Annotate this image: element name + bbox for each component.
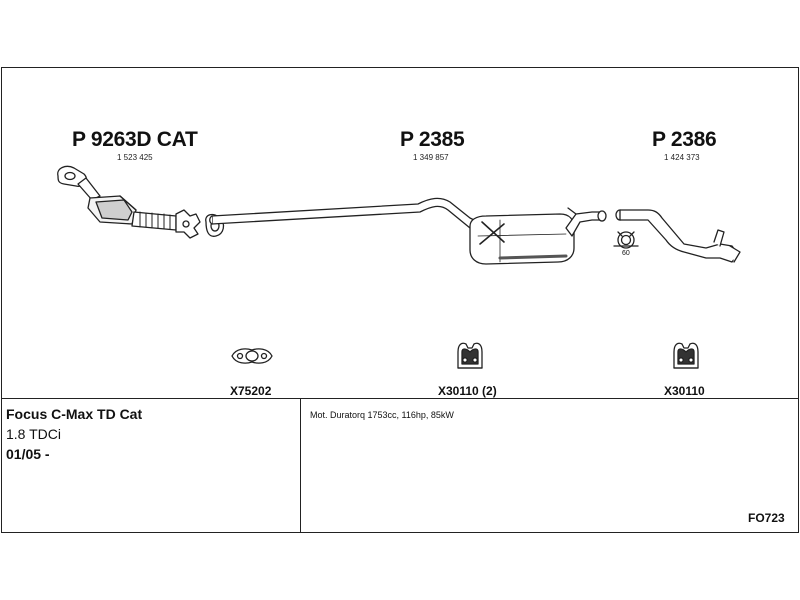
accessory-code-hanger[interactable]: X30110 — [664, 384, 705, 398]
part-code-tail-pipe[interactable]: P 2386 — [652, 128, 717, 151]
table-divider — [1, 398, 799, 399]
part-number-middle-silencer: 1 349 857 — [413, 153, 449, 162]
reference-code: FO723 — [748, 511, 785, 525]
accessory-code-hanger-pair[interactable]: X30110 (2) — [438, 384, 497, 398]
clamp-label: 60 — [622, 250, 630, 257]
part-number-tail-pipe: 1 424 373 — [664, 153, 700, 162]
engine-description: Mot. Duratorq 1753cc, 116hp, 85kW — [310, 410, 454, 420]
part-code-middle-silencer[interactable]: P 2385 — [400, 128, 465, 151]
rubber-hanger-icon[interactable] — [673, 342, 699, 369]
catalyst-part-drawing[interactable] — [57, 165, 201, 239]
vehicle-engine: 1.8 TDCi — [6, 426, 61, 442]
part-code-catalyst[interactable]: P 9263D CAT — [72, 128, 198, 151]
vehicle-model: Focus C-Max TD Cat — [6, 406, 143, 422]
gasket-icon[interactable] — [231, 348, 273, 364]
tail-pipe-part-drawing[interactable] — [615, 209, 741, 263]
diagram-frame — [1, 67, 799, 533]
part-number-catalyst: 1 523 425 — [117, 153, 153, 162]
clamp-drawing — [613, 231, 639, 249]
rubber-hanger-icon[interactable] — [457, 342, 483, 369]
middle-silencer-part-drawing[interactable] — [209, 197, 607, 265]
accessory-code-gasket[interactable]: X75202 — [230, 384, 272, 398]
vehicle-date: 01/05 - — [6, 446, 50, 462]
info-column-divider — [300, 398, 301, 533]
